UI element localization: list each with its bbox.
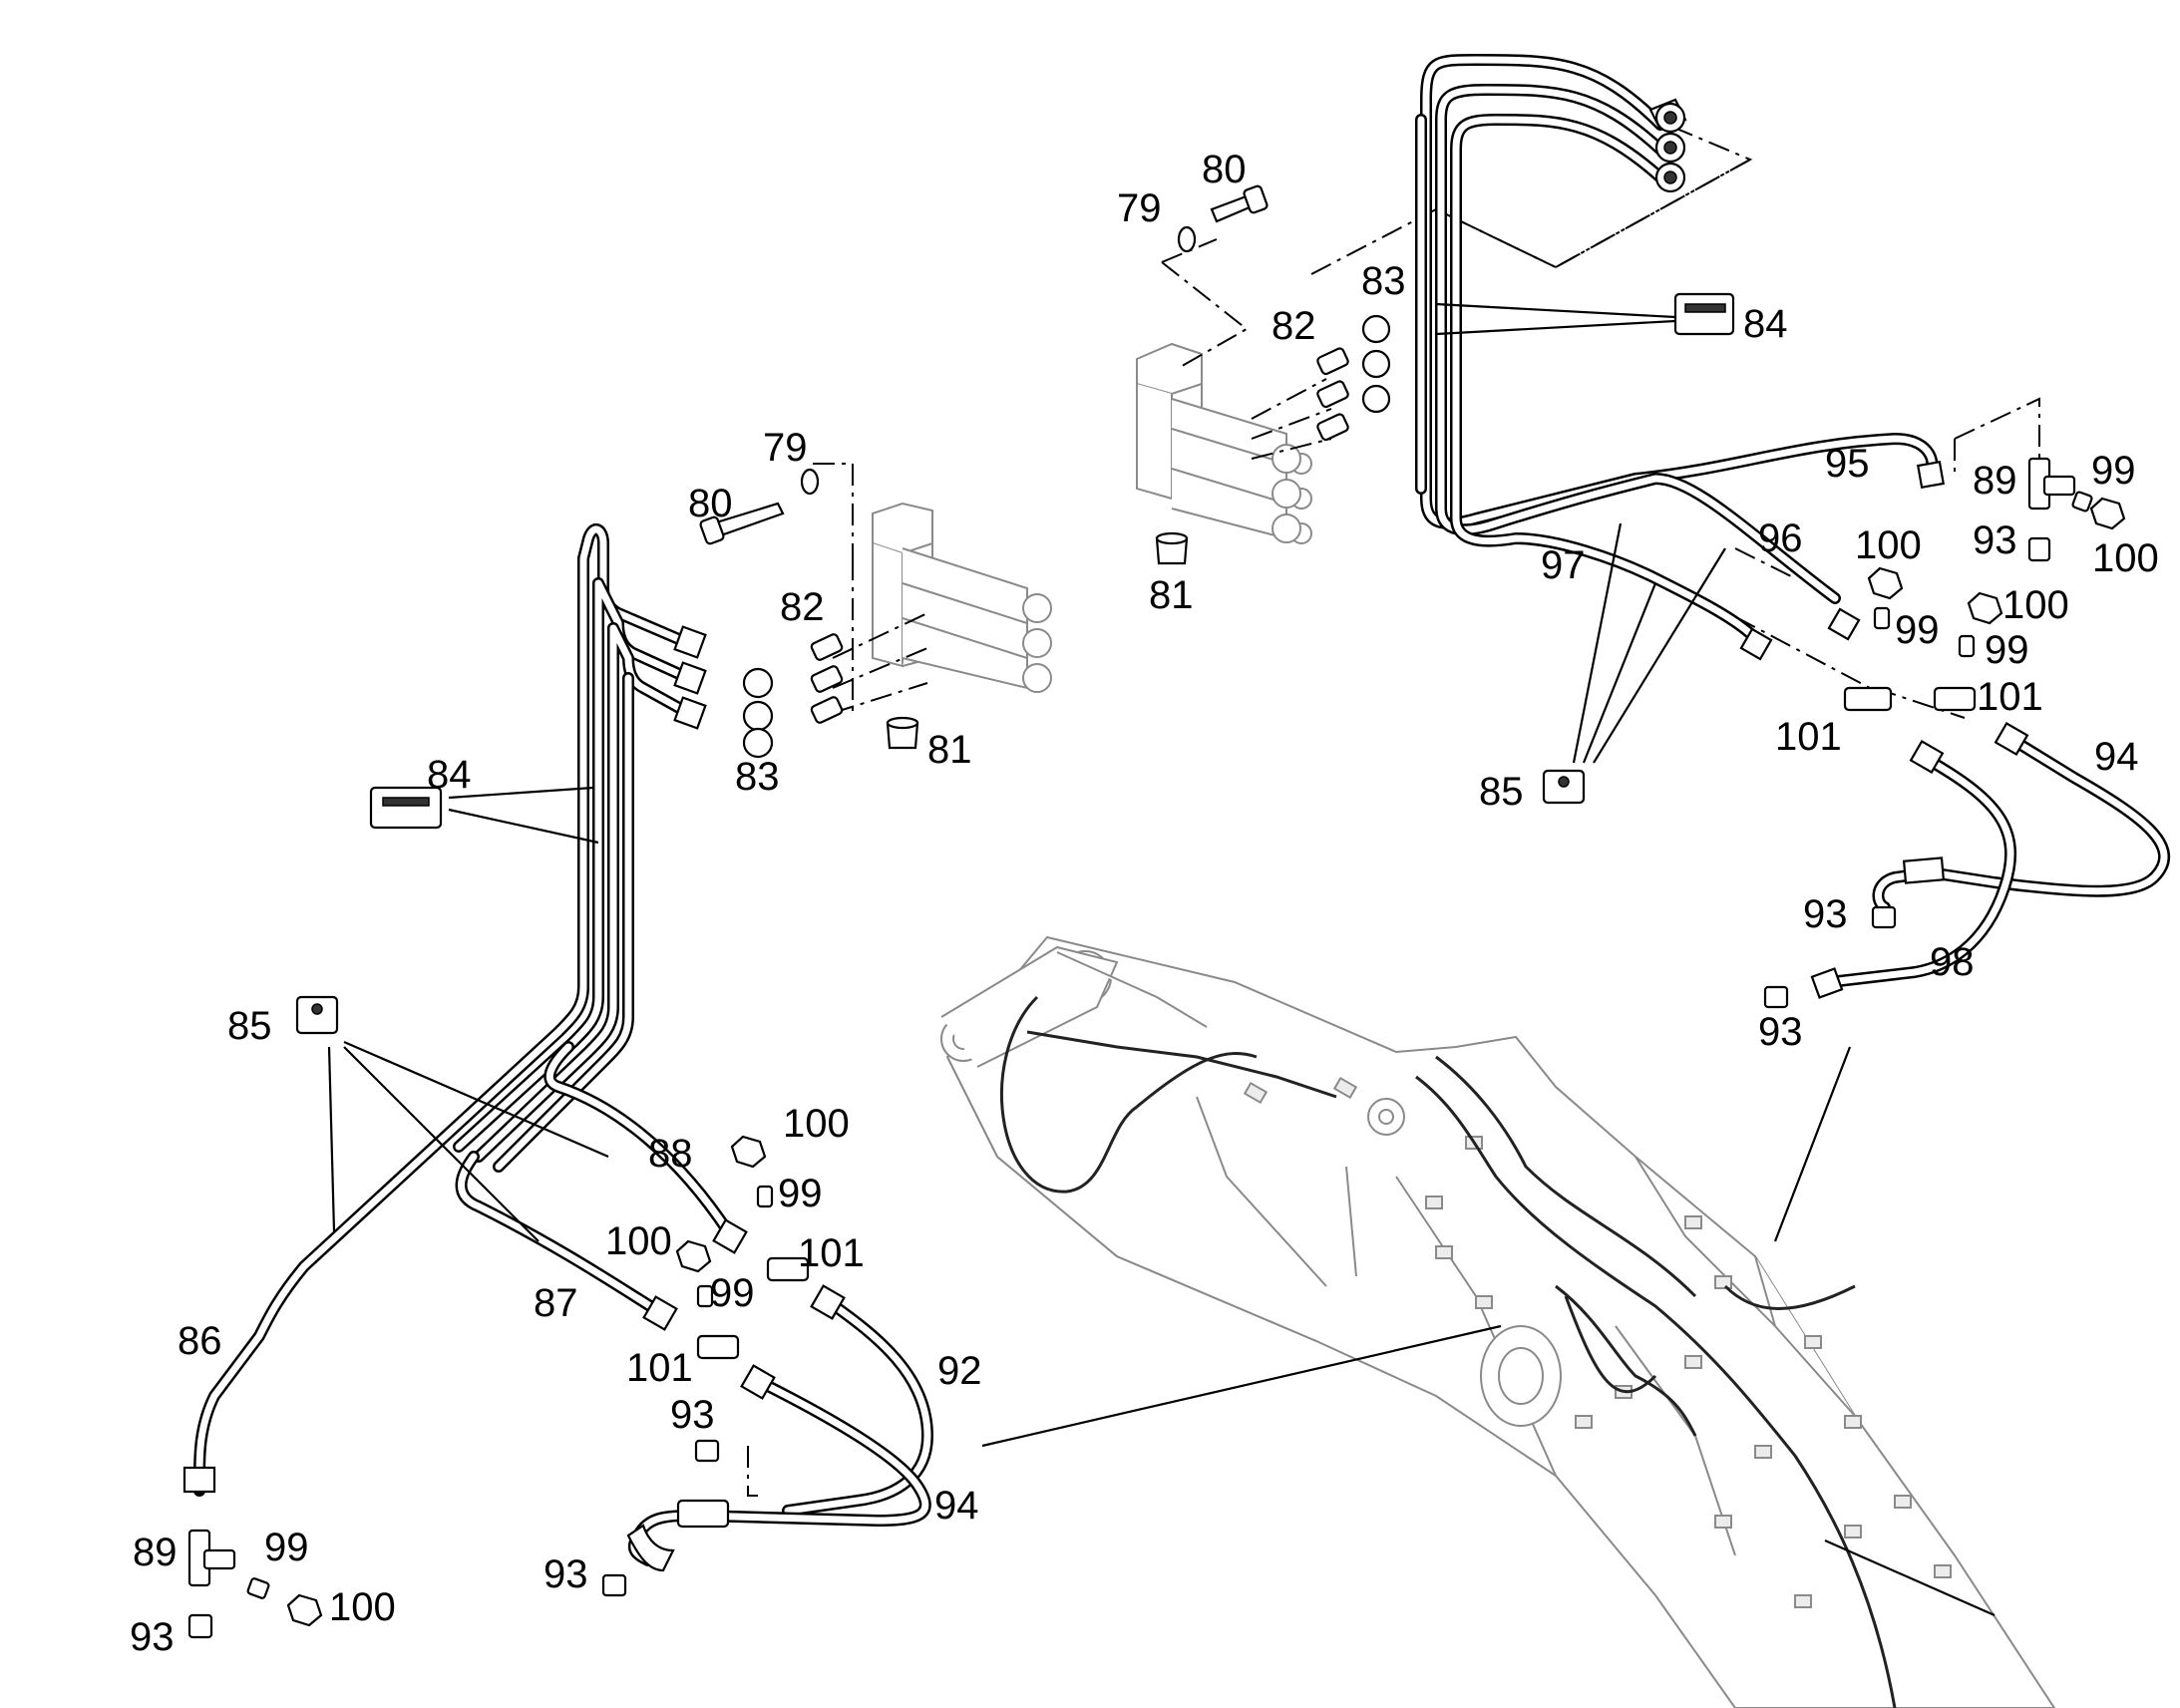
callout-81: 81: [1149, 573, 1194, 617]
pipe-group-top-right: [1415, 54, 1946, 661]
callout-100: 100: [2002, 583, 2069, 627]
callout-87: 87: [534, 1281, 578, 1325]
callout-100: 100: [783, 1102, 850, 1146]
callout-80: 80: [688, 482, 733, 525]
callout-89: 89: [133, 1531, 178, 1574]
callout-82: 82: [1272, 304, 1316, 348]
leader-lines: [327, 302, 1996, 1617]
callout-93: 93: [544, 1552, 588, 1596]
callout-100: 100: [329, 1585, 396, 1629]
callout-101: 101: [1977, 675, 2043, 719]
small-parts: [187, 184, 2126, 1639]
callout-99: 99: [710, 1271, 755, 1315]
callout-94: 94: [2094, 735, 2139, 779]
callout-85: 85: [1479, 770, 1524, 814]
callout-80: 80: [1202, 148, 1247, 191]
callout-99: 99: [778, 1172, 823, 1215]
callout-83: 83: [735, 755, 780, 799]
callout-85: 85: [227, 1004, 272, 1048]
callout-84: 84: [1743, 302, 1788, 346]
callout-97: 97: [1541, 543, 1586, 587]
pipe-group-right-lower: [1810, 721, 2171, 999]
callout-labels: 80 79 83 82 84 81 95 89 99 93 100 97 96 …: [130, 148, 2159, 1659]
callout-89: 89: [1973, 459, 2017, 503]
callout-99: 99: [1895, 608, 1940, 652]
callout-88: 88: [648, 1132, 693, 1176]
callout-79: 79: [1117, 186, 1162, 230]
callout-83: 83: [1361, 259, 1406, 303]
callout-79: 79: [763, 426, 808, 470]
callout-92: 92: [937, 1349, 982, 1393]
callout-82: 82: [780, 585, 825, 629]
callout-93: 93: [1803, 892, 1848, 936]
callout-94: 94: [934, 1484, 979, 1528]
callout-93: 93: [130, 1615, 175, 1659]
callout-98: 98: [1930, 940, 1975, 984]
callout-100: 100: [1855, 523, 1922, 567]
pipe-group-left: [182, 523, 933, 1572]
callout-96: 96: [1758, 516, 1803, 560]
callout-93: 93: [1758, 1010, 1803, 1054]
valve-block-mid: [872, 502, 1052, 693]
callout-81: 81: [927, 728, 972, 772]
callout-101: 101: [798, 1231, 865, 1275]
callout-101: 101: [626, 1346, 693, 1390]
boom-structure: [940, 935, 2056, 1708]
callout-99: 99: [264, 1526, 309, 1569]
callout-93: 93: [1973, 518, 2017, 562]
dash-dot-leaders: [747, 119, 2040, 1497]
callout-95: 95: [1825, 442, 1870, 486]
callout-93: 93: [670, 1393, 715, 1437]
valve-block-top: [1136, 342, 1312, 544]
callout-86: 86: [178, 1319, 222, 1363]
callout-84: 84: [427, 753, 472, 797]
callout-101: 101: [1775, 715, 1842, 759]
callout-100: 100: [605, 1219, 672, 1263]
callout-99: 99: [1985, 628, 2029, 672]
callout-99: 99: [2091, 449, 2136, 493]
callout-100: 100: [2092, 536, 2159, 580]
